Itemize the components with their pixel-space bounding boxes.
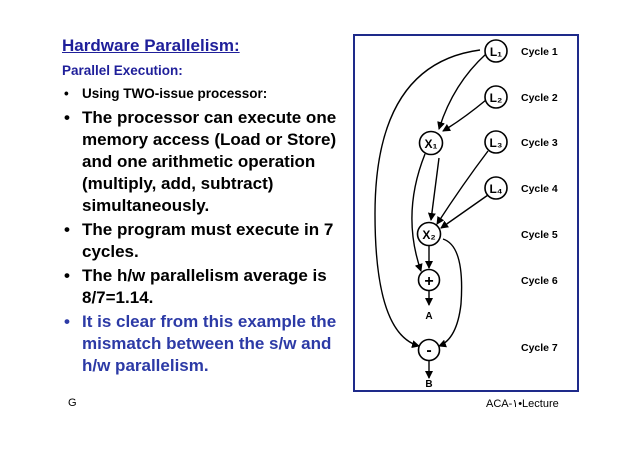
label-x1: X₁ <box>425 137 438 151</box>
bullet-two-issue: Using TWO-issue processor: <box>62 84 362 104</box>
node-l3 <box>484 130 508 154</box>
node-l2 <box>484 85 508 109</box>
cycle-label-2: Cycle 2 <box>521 92 558 104</box>
bullet-processor: The processor can execute one memory acc… <box>62 107 362 217</box>
bullet-mismatch: It is clear from this example the mismat… <box>62 311 362 377</box>
label-output-a: A <box>425 311 432 322</box>
diagram-nodes <box>416 39 508 362</box>
label-l1: L₁ <box>490 45 502 59</box>
label-plus: + <box>424 273 433 290</box>
slide-title: Hardware Parallelism: <box>62 36 240 55</box>
diagram-frame <box>353 34 579 392</box>
cycle-label-1: Cycle 1 <box>521 46 558 58</box>
edge-l1-x1 <box>437 53 487 130</box>
edge-x2-minus <box>438 238 463 348</box>
footer-right: ACA-١•Lecture <box>486 398 559 410</box>
footer-left: G <box>68 397 77 409</box>
cycle-label-3: Cycle 3 <box>521 137 558 149</box>
label-output-b: B <box>425 379 432 390</box>
node-l1 <box>484 39 508 63</box>
label-l4: L₄ <box>489 182 502 196</box>
cycle-label-7: Cycle 7 <box>521 342 558 354</box>
edge-x1-plus <box>411 153 426 272</box>
node-plus <box>417 268 441 292</box>
edge-l1-minus <box>374 49 481 349</box>
label-x2: X₂ <box>422 228 435 242</box>
dataflow-diagram: L₁ L₂ X₁ L₃ L₄ X₂ + - A B Cycle 1 Cycle … <box>353 34 579 392</box>
node-l4 <box>484 176 508 200</box>
edge-l4-x2 <box>440 194 489 229</box>
diagram-edges <box>374 49 489 379</box>
bullet-cycles: The program must execute in 7 cycles. <box>62 219 362 263</box>
edge-l3-x2 <box>436 150 489 225</box>
cycle-label-6: Cycle 6 <box>521 275 558 287</box>
edge-x1-x2 <box>427 157 440 221</box>
label-l3: L₃ <box>490 136 503 150</box>
node-x2 <box>416 221 442 247</box>
node-minus <box>417 338 441 362</box>
edge-l2-x1 <box>442 99 487 132</box>
bullet-hw-average: The h/w parallelism average is 8/7=1.14. <box>62 265 362 309</box>
slide-subtitle: Parallel Execution: <box>62 63 183 78</box>
label-l2: L₂ <box>490 91 503 105</box>
cycle-label-4: Cycle 4 <box>521 183 558 195</box>
label-minus: - <box>426 342 431 359</box>
cycle-label-5: Cycle 5 <box>521 229 558 241</box>
bullet-list: Using TWO-issue processor: The processor… <box>62 84 362 379</box>
node-x1 <box>418 130 444 156</box>
